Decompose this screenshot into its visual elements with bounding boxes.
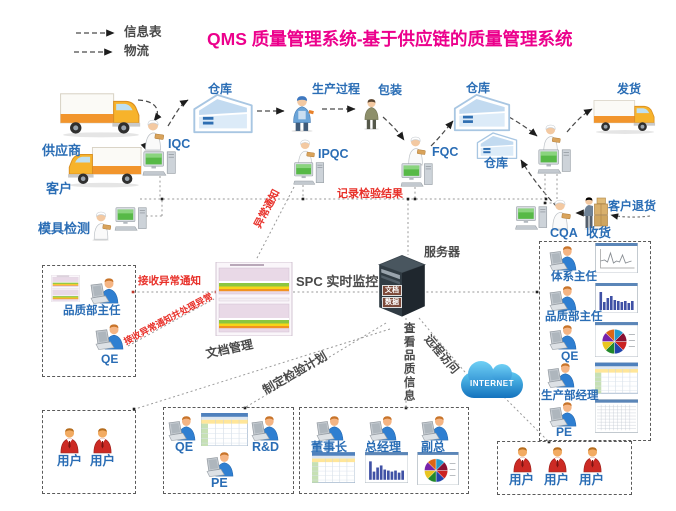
deputy-pie-chart-thumb [416,452,460,485]
fqc-computer-icon [399,162,436,188]
warehouse-out-label: 仓库 [466,81,491,95]
mold-inspector-icon [90,210,113,241]
cqa-computer-icon [514,205,550,231]
production-manager-label: 生产部经理 [541,390,599,402]
clerk-computer-icon [536,148,574,175]
spc-chart-image [215,262,293,336]
quality-director-right-label: 品质部主任 [545,311,603,323]
right-managers-box [539,241,651,441]
warehouse-out-icon [453,92,511,134]
qe-right-laptop-person [547,324,579,350]
view-quality-info-label: 查看品质信息 [402,322,415,403]
shipping-label: 发货 [617,82,642,96]
customer-return-label: 客户退货 [608,199,657,213]
mold-inspection-label: 模具检测 [38,221,91,236]
ipqc-label: IPQC [318,147,349,161]
users-left-box [42,410,136,494]
general-manager-label: 总经理 [365,440,402,454]
qe-right-label: QE [561,349,579,363]
executives-box [299,407,469,494]
internet-cloud-icon: INTERNET [461,361,523,398]
user-label: 用户 [509,473,535,487]
iqc-computer-icon [141,150,179,177]
internet-label: INTERNET [470,379,514,388]
general-manager-laptop-person [367,415,399,441]
server-icon: 文档 数据 [374,252,430,319]
rd-label: R&D [252,440,280,454]
production-worker-icon [288,94,316,132]
pie-chart-thumb [595,322,638,357]
user-label: 用户 [90,454,116,468]
users-right-box [497,441,632,495]
production-label: 生产过程 [312,82,361,96]
receiving-label: 收货 [586,226,612,240]
user-label: 用户 [544,473,570,487]
user-icon [547,446,568,473]
system-director-label: 体系主任 [551,271,597,283]
quality-director-chart [48,275,83,302]
pe-bottom-laptop-person [204,451,236,477]
table-chart-thumb [595,361,638,395]
system-director-laptop-person [547,245,579,271]
supplier-truck-icon [56,90,146,138]
cqa-label: CQA [550,226,578,240]
legend-info-flow-label: 信息表 [124,25,162,39]
receive-abnormal-label: 接收异常通知 [138,275,201,287]
gm-bar-chart-thumb [365,452,408,483]
qe-left-label: QE [101,352,119,366]
left-quality-group-box [42,265,136,377]
user-label: 用户 [579,473,605,487]
quality-director-left-label: 品质部主任 [63,305,121,317]
user-icon [582,446,603,473]
production-manager-laptop-person [545,362,577,388]
customer-label: 客户 [46,181,73,196]
supplier-label: 供应商 [42,143,82,158]
user-icon [92,427,113,454]
pe-right-label: PE [556,425,573,439]
pe-right-laptop-person [547,401,579,427]
fqc-label: FQC [432,145,459,159]
user-icon [512,446,533,473]
server-disk-doc-label: 文档 [382,285,402,296]
warehouse-return-label: 仓库 [484,156,509,170]
spc-monitor-label: SPC 实时监控 [296,274,379,289]
packaging-person-icon [361,98,382,130]
qe-bottom-laptop-person [166,415,198,441]
mold-computer-icon [113,206,150,232]
iqc-inspector-icon [141,118,166,152]
engineering-box [163,407,294,494]
rd-laptop-person [249,415,281,441]
page-title: QMS 质量管理系统-基于供应链的质量管理系统 [207,29,573,49]
bar-chart-thumb [595,283,638,313]
deputy-gm-laptop-person [419,415,451,441]
pe-bottom-label: PE [211,476,228,490]
user-icon [59,427,80,454]
packaging-label: 包装 [378,83,403,97]
deputy-gm-label: 副总 [421,440,446,454]
chairman-table-thumb [312,452,355,483]
chairman-laptop-person [314,415,346,441]
record-results-label: 记录检验结果 [337,188,403,200]
shipping-truck-icon [593,96,657,136]
ipqc-computer-icon [291,161,328,186]
engineering-sheet-thumb [201,413,248,446]
legend-material-flow-label: 物流 [124,44,150,58]
server-disk-data-label: 数据 [382,297,402,308]
chairman-label: 董事长 [311,440,348,454]
warehouse-in-label: 仓库 [208,82,233,96]
qe-bottom-label: QE [175,440,194,454]
qe-left-laptop-person [93,323,126,350]
user-label: 用户 [57,454,83,468]
warehouse-in-icon [191,92,255,136]
quality-director-laptop-person [88,277,121,304]
iqc-label: IQC [168,137,191,151]
server-label: 服务器 [424,245,461,259]
line-chart-thumb [595,243,638,273]
grid-chart-thumb [595,399,638,433]
quality-director-right-laptop-person [547,285,579,311]
